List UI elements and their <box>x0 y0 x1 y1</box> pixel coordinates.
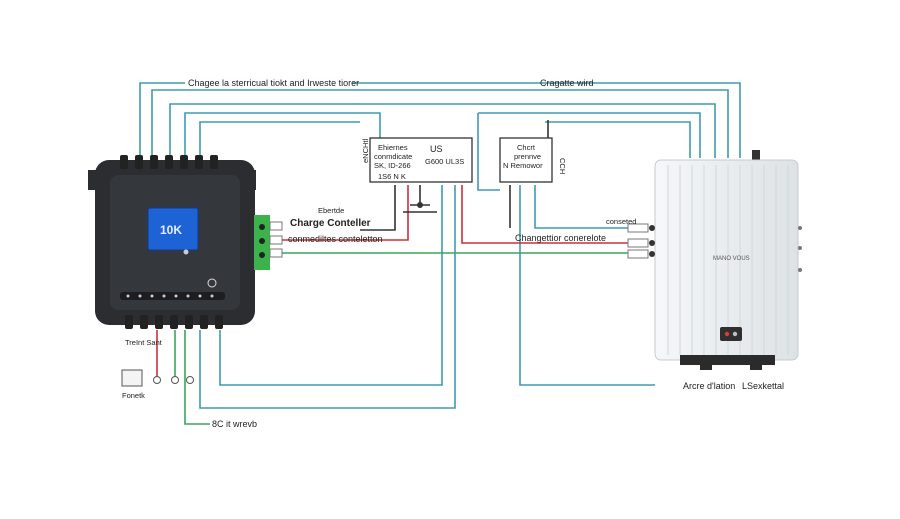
red-wires <box>156 185 648 380</box>
controller-bottom-tags: TreInt Sant <box>125 338 163 347</box>
bottom-left-box-label: Fonetk <box>122 391 145 400</box>
inverter-bottom-left-label: Arcre d'lation <box>683 381 735 391</box>
controller-bottom-terminals: TreInt Sant Fonetk <box>121 338 194 400</box>
box-left-line3: SK, ID-266 <box>374 161 411 170</box>
top-right-wire-label: Cragatte wird <box>540 78 594 88</box>
inverter-ribs <box>667 165 789 355</box>
charge-controller-icon: 10K <box>88 155 283 329</box>
box-right-line3: N Remowor <box>503 161 543 170</box>
box-left-line2: conmdicate <box>374 152 412 161</box>
inverter-brand: MANO VOUS <box>713 256 750 262</box>
box-left-side: eNCHtl <box>361 138 370 163</box>
teal-wires <box>139 82 741 409</box>
green-wires <box>174 252 648 425</box>
inverter-right-label: conseted <box>606 217 636 226</box>
box-right-side: CCH <box>558 158 567 174</box>
box-left-mid: US <box>430 144 443 154</box>
box-left-line1: Ehiernes <box>378 143 408 152</box>
inverter-status-panel <box>720 327 742 341</box>
inverter-icon: MANO VOUS <box>627 150 802 370</box>
breaker-icon <box>417 202 423 208</box>
controller-screen <box>147 207 199 251</box>
control-box-left: Ehiernes conmdicate SK, ID-266 US G600 U… <box>361 137 473 183</box>
controller-top-fins <box>120 155 218 169</box>
box-left-pins: 1S6 N K <box>378 172 406 181</box>
controller-above-label: Ebertde <box>318 206 344 215</box>
control-box-right: Chcrt prennve N Remowor CCH <box>499 137 567 183</box>
box-right-line2: prennve <box>514 152 541 161</box>
bottom-wire-label: 8C it wrevb <box>212 419 257 429</box>
controller-indicator-strip <box>120 292 225 300</box>
controller-title-label: Charge Conteller <box>290 218 371 229</box>
box-left-mid2: G600 UL3S <box>425 157 464 166</box>
inverter-conn-label: Changettior conerelote <box>515 233 606 243</box>
controller-conn-label: conmediltes conteletton <box>288 234 383 244</box>
box-right-line1: Chcrt <box>517 143 536 152</box>
top-left-wire-label: Chagee la sterricual tiokt and Irweste t… <box>188 78 359 88</box>
controller-screen-text: 10K <box>160 223 182 237</box>
inverter-bottom-right-label: LSexkettal <box>742 381 784 391</box>
controller-bottom-fins <box>125 315 223 329</box>
